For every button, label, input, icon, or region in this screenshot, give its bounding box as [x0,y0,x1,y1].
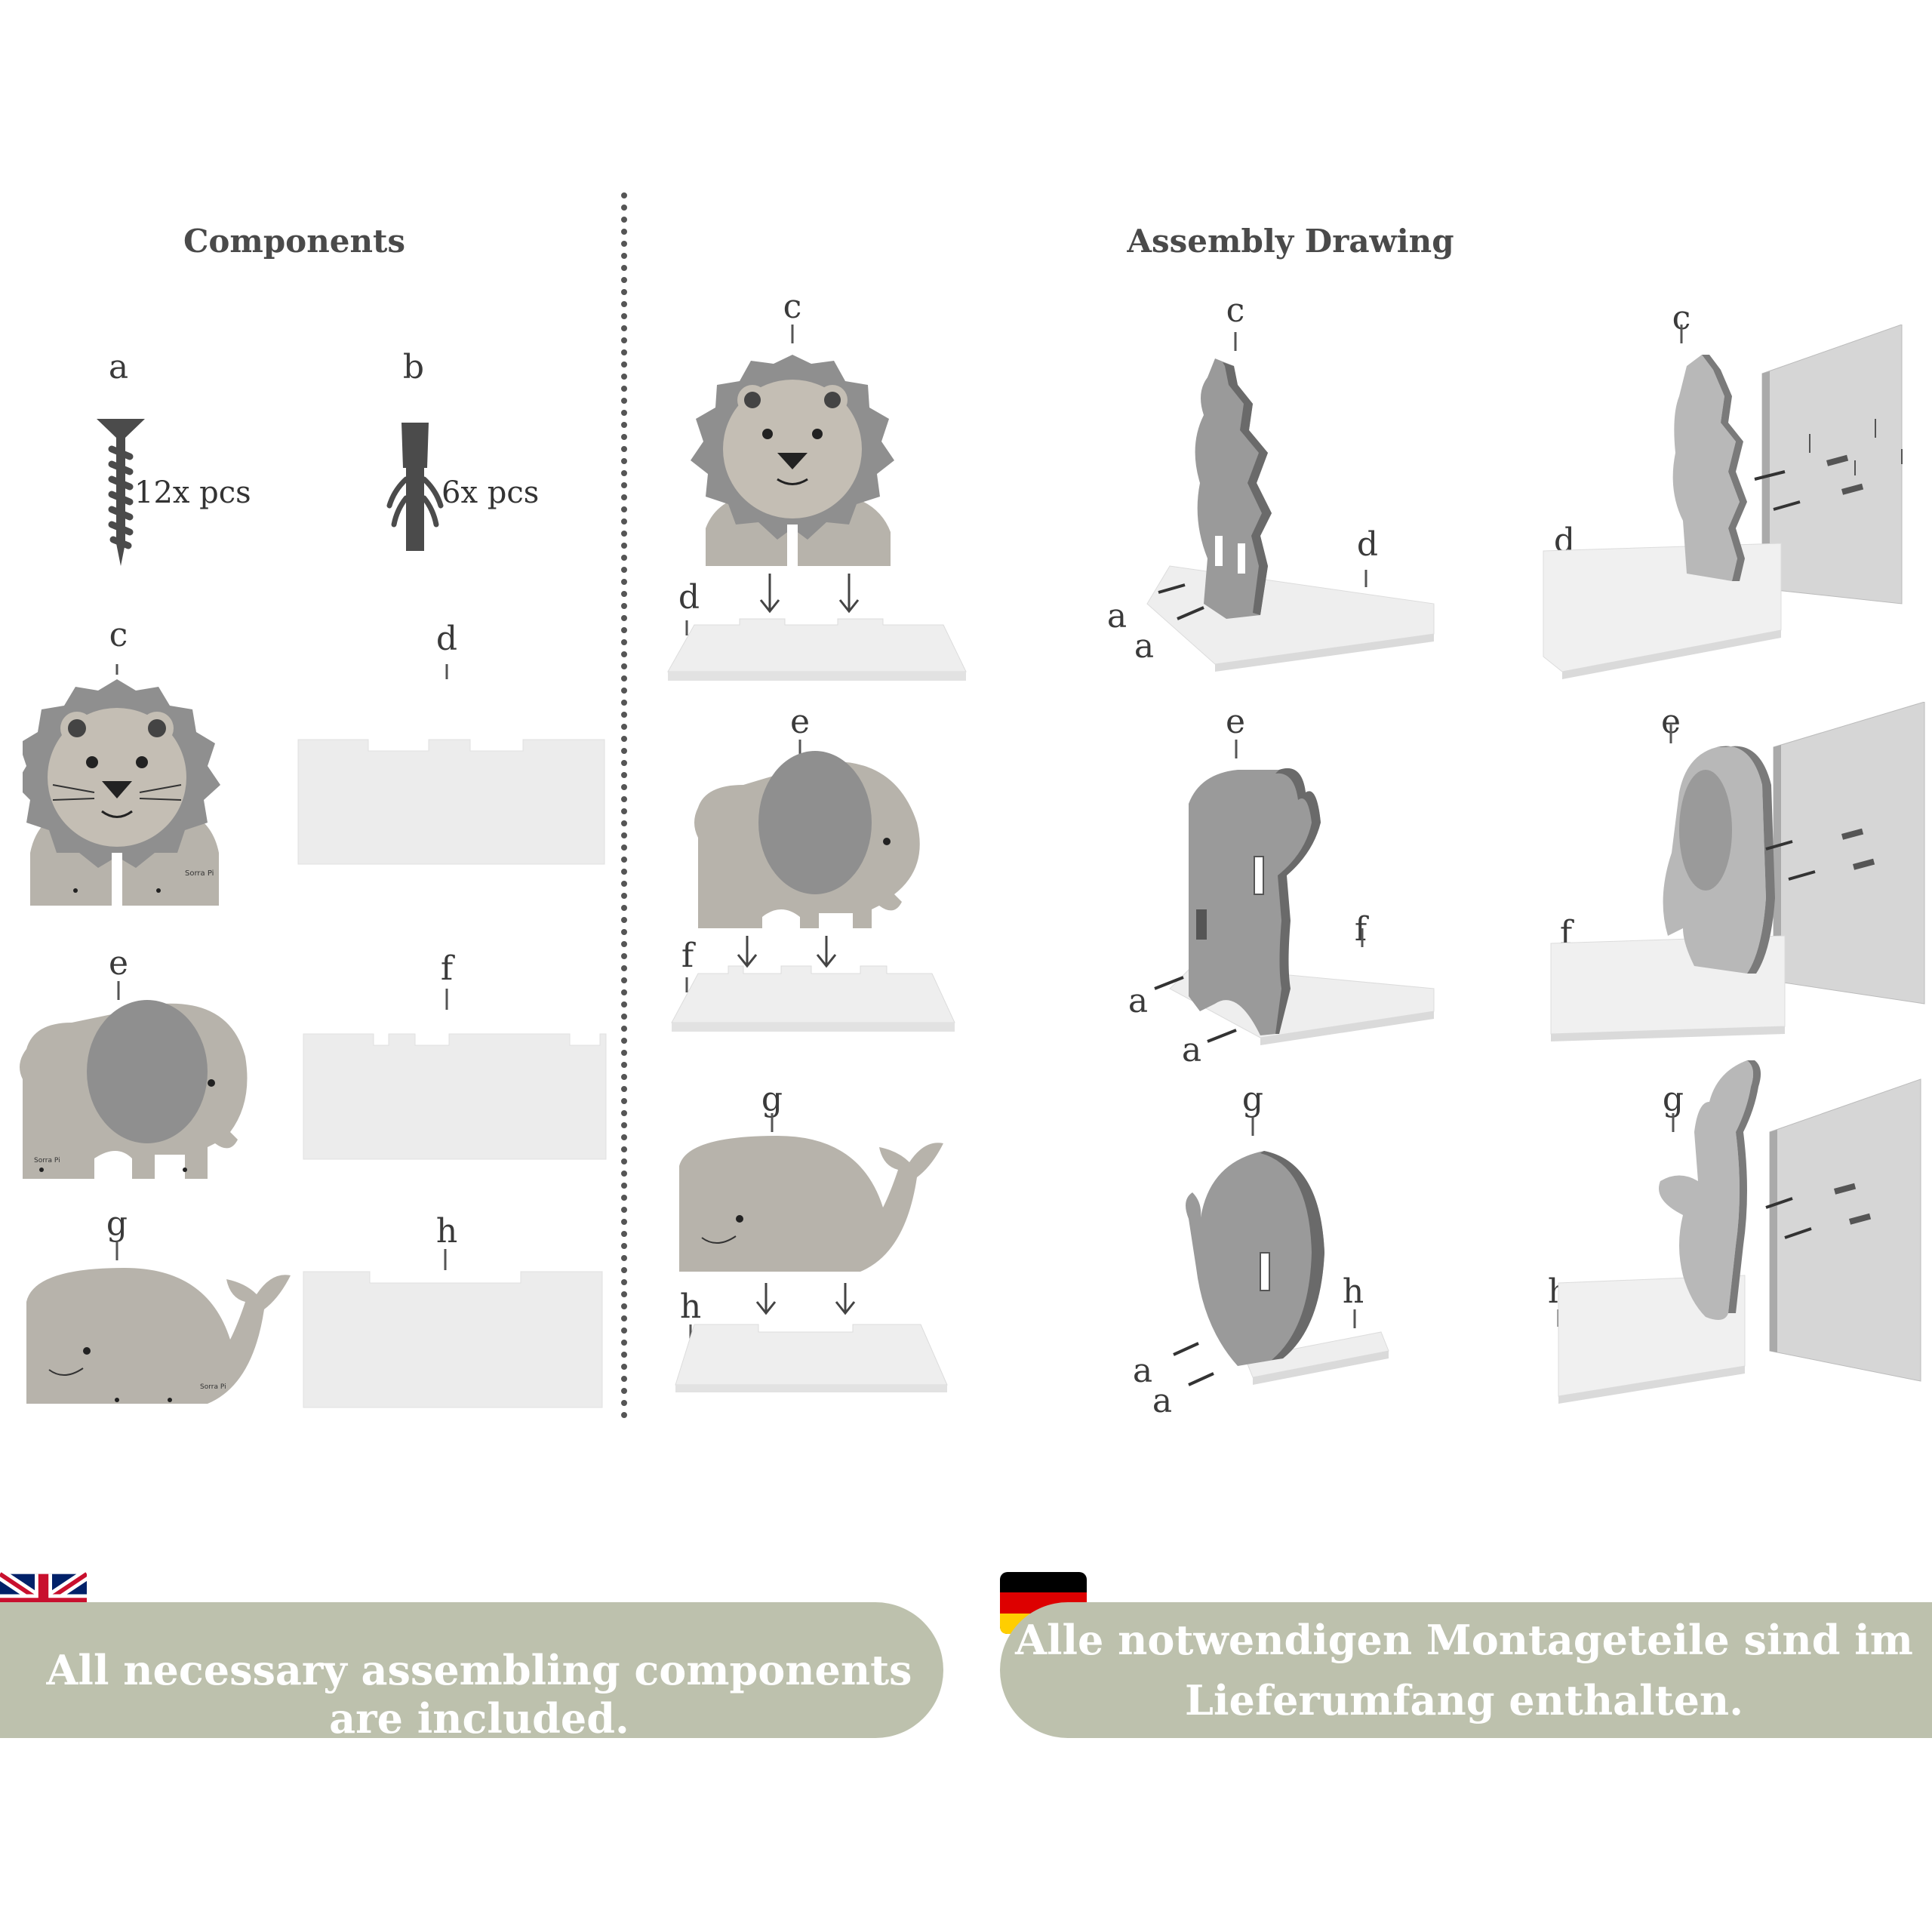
assembly1-label-d: d [678,578,700,617]
assembly1-whale-step [672,1113,958,1411]
lion-panel: Sorra Pi [15,657,234,909]
shelf-h [302,1249,604,1414]
label-e: e [108,944,129,983]
assembly1-lion-step [664,325,981,697]
label-d: d [435,620,458,658]
screw-quantity: 12x pcs [134,475,251,510]
german-banner-line2: Lieferumfang enthalten. [1185,1676,1743,1724]
label-c: c [109,616,128,654]
assembly2-label-a1: a [1106,597,1128,635]
label-f: f [440,949,454,988]
assembly2-label-c: c [1226,291,1245,330]
shelf-d [297,664,606,871]
assembly3-label-f: f [1559,914,1573,952]
whale-panel: Sorra Pi [19,1241,291,1418]
assembly1-label-g: g [761,1080,783,1118]
anchor-quantity: 6x pcs [441,475,540,510]
label-g: g [106,1204,128,1243]
components-title: Components [183,223,406,260]
assembly3-lion-wall [1540,324,1932,682]
assembly-drawing-title: Assembly Drawing [1127,223,1454,260]
section-divider [621,192,627,1419]
assembly1-label-f: f [681,937,694,975]
german-banner: Alle notwendigen Montageteile sind im Li… [1000,1602,1932,1738]
assembly2-lion-view [1102,332,1441,682]
elephant-signature: Sorra Pi [34,1157,60,1164]
german-banner-line1: Alle notwendigen Montageteile sind im [1015,1616,1913,1664]
assembly2-label-a6: a [1152,1382,1173,1420]
lion-signature: Sorra Pi [185,869,214,878]
assembly1-label-h: h [679,1287,702,1326]
assembly2-whale-view [1132,1117,1434,1407]
assembly2-label-a5: a [1132,1352,1153,1390]
assembly2-label-g: g [1241,1080,1264,1118]
assembly2-elephant-view [1124,740,1441,1060]
assembly2-label-d: d [1356,525,1379,564]
label-h: h [435,1212,458,1251]
whale-signature: Sorra Pi [200,1383,226,1391]
assembly2-label-a3: a [1128,982,1149,1020]
elephant-panel: Sorra Pi [11,981,260,1188]
assembly1-label-c: c [783,288,802,326]
english-banner: All necessary assembling components are … [0,1602,943,1743]
assembly1-elephant-step [668,740,970,1060]
assembly3-whale-wall [1547,1049,1928,1407]
screw-icon [91,392,151,577]
label-b: b [402,348,425,386]
assembly2-label-f: f [1354,910,1367,949]
assembly3-label-g: g [1662,1080,1684,1118]
assembly2-label-h: h [1342,1272,1364,1311]
assembly2-label-a2: a [1134,627,1155,666]
assembly2-label-e: e [1225,703,1246,741]
shelf-f [302,989,608,1165]
assembly2-label-a4: a [1181,1031,1202,1069]
label-a: a [108,348,129,386]
wall-anchor-icon [385,392,445,561]
english-banner-text: All necessary assembling components are … [46,1646,912,1743]
assembly3-elephant-wall [1543,701,1932,1044]
assembly1-label-e: e [789,703,811,741]
